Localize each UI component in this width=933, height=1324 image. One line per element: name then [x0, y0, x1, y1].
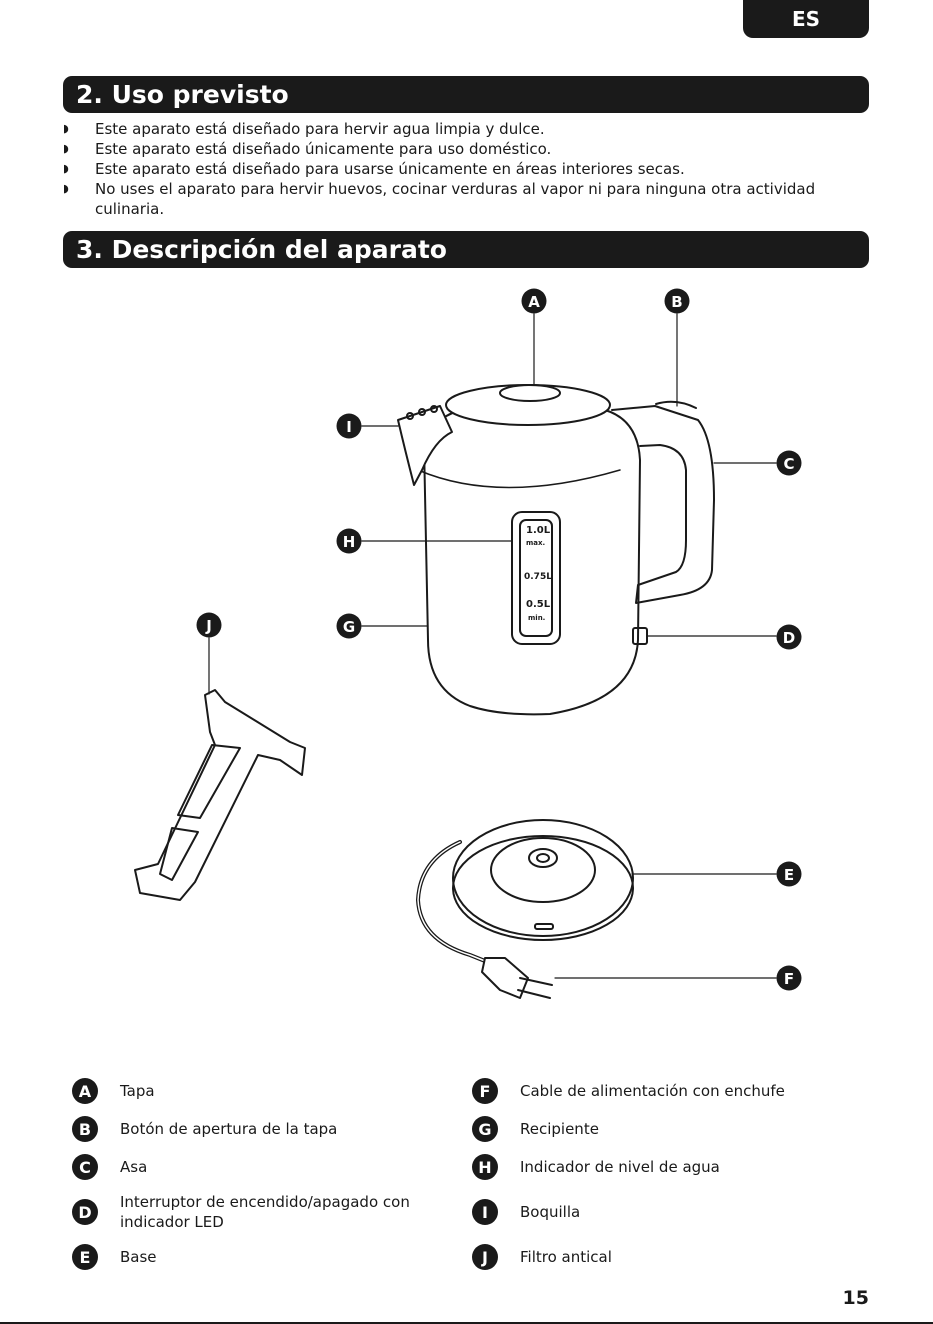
section-2-title: 2. Uso previsto: [63, 76, 869, 113]
kettle-diagram: 1.0L max. 0.75L 0.5L min. A B C D E F G …: [134, 288, 802, 999]
svg-text:B: B: [671, 293, 682, 311]
gauge-min-label: min.: [528, 614, 545, 622]
marker-I: I: [336, 413, 362, 439]
letter-badge: C: [72, 1154, 98, 1180]
leader-lines: [208, 313, 777, 979]
svg-text:I: I: [346, 418, 352, 436]
list-item: ◗No uses el aparato para hervir huevos, …: [63, 180, 816, 218]
marker-B: B: [664, 288, 690, 314]
limescale-filter-illustration: [134, 689, 306, 901]
svg-text:J: J: [205, 617, 212, 635]
marker-H: H: [336, 528, 362, 554]
letter-badge: D: [72, 1199, 98, 1225]
marker-G: G: [336, 613, 362, 639]
marker-C: C: [776, 450, 802, 476]
base-illustration: [416, 819, 634, 999]
intended-use-list: ◗Este aparato está diseñado para hervir …: [63, 119, 869, 219]
svg-text:H: H: [343, 533, 356, 551]
gauge-max-value: 1.0L: [526, 525, 551, 536]
letter-badge: H: [472, 1154, 498, 1180]
list-item: ◗Este aparato está diseñado para hervir …: [63, 120, 545, 138]
marker-F: F: [776, 965, 802, 991]
letter-badge: G: [472, 1116, 498, 1142]
marker-D: D: [776, 624, 802, 650]
page-number: 15: [842, 1287, 869, 1309]
letter-badge: I: [472, 1199, 498, 1225]
letter-badge: A: [72, 1078, 98, 1104]
bottom-rule: [0, 1322, 933, 1324]
marker-E: E: [776, 861, 802, 887]
bullet-icon: ◗: [63, 182, 69, 195]
bullet-icon: ◗: [63, 162, 69, 175]
bullet-icon: ◗: [63, 142, 69, 155]
gauge-min-value: 0.5L: [526, 599, 551, 610]
marker-J: J: [196, 612, 222, 638]
svg-text:E: E: [784, 866, 794, 884]
list-item: ◗Este aparato está diseñado únicamente p…: [63, 140, 552, 158]
language-tab: ES: [743, 0, 869, 38]
marker-A: A: [521, 288, 547, 314]
svg-text:D: D: [783, 629, 795, 647]
svg-text:C: C: [783, 455, 794, 473]
list-item: ◗Este aparato está diseñado para usarse …: [63, 160, 685, 178]
svg-text:A: A: [528, 293, 540, 311]
section-3-title: 3. Descripción del aparato: [63, 231, 869, 268]
gauge-mid-value: 0.75L: [524, 572, 552, 582]
svg-text:F: F: [784, 970, 794, 988]
letter-badge: J: [472, 1244, 498, 1270]
bullet-icon: ◗: [63, 122, 69, 135]
gauge-max-label: max.: [526, 539, 545, 547]
svg-text:G: G: [343, 618, 355, 636]
kettle-illustration: [397, 384, 715, 716]
letter-badge: E: [72, 1244, 98, 1270]
letter-badge: F: [472, 1078, 498, 1104]
letter-badge: B: [72, 1116, 98, 1142]
